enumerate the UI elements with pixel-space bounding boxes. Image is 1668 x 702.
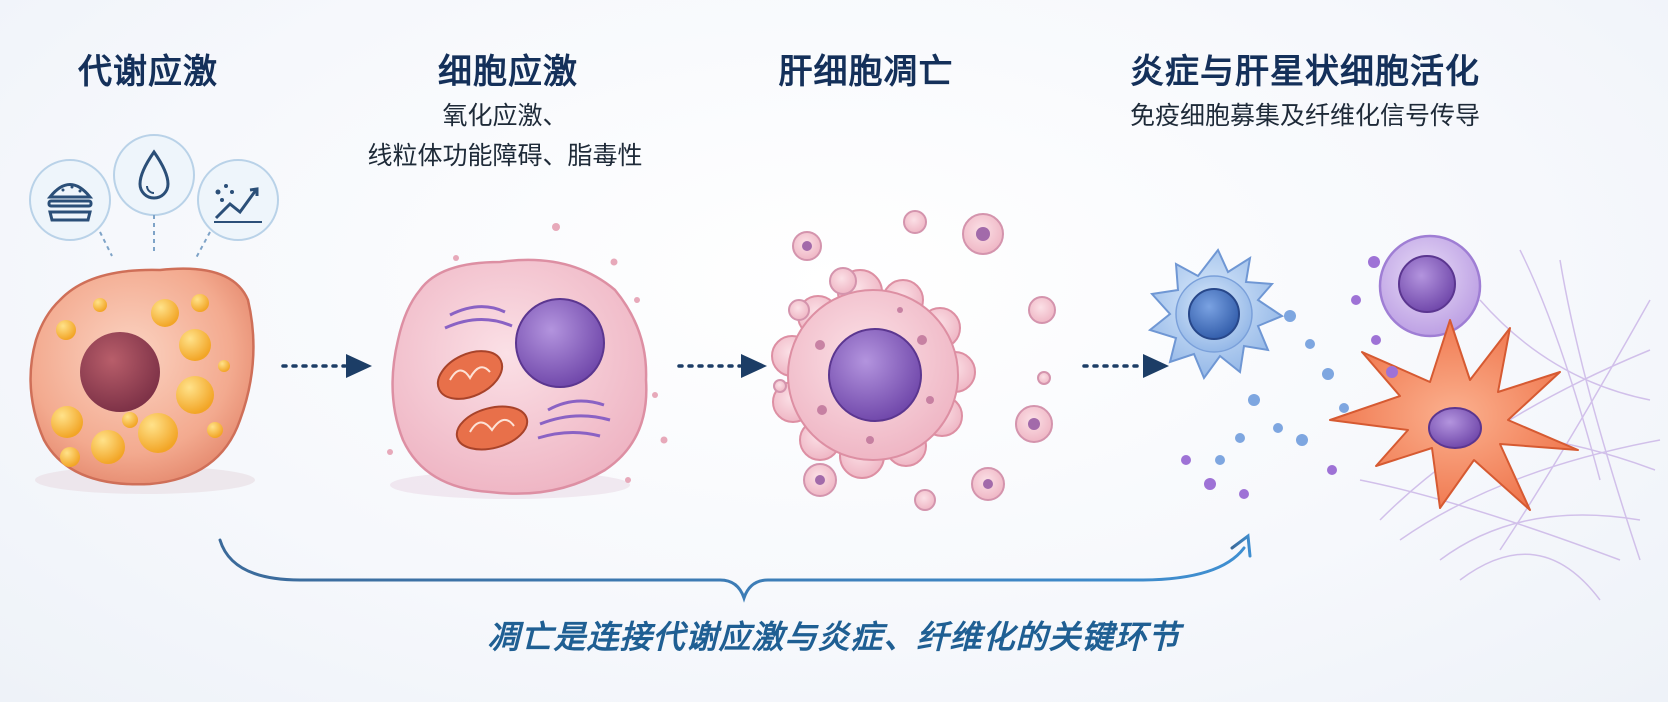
- nucleus: [80, 332, 160, 412]
- arrow-1: [281, 354, 372, 378]
- stage-1-title: 代谢应激: [78, 52, 218, 92]
- nucleus: [1188, 288, 1240, 340]
- immune-cell: [1147, 248, 1285, 381]
- rising-chart-icon: [197, 159, 279, 241]
- footer-caption: 凋亡是连接代谢应激与炎症、纤维化的关键环节: [487, 618, 1181, 656]
- cytokine-particles: [1181, 256, 1398, 499]
- stage-2-subtitle: 氧化应激、 线粒体功能障碍、脂毒性: [367, 96, 642, 176]
- arrow-2: [677, 354, 767, 378]
- water-drop-icon: [113, 134, 195, 216]
- stage-4-subtitle: 免疫细胞募集及纤维化信号传导: [1130, 96, 1480, 136]
- arrow-3: [1082, 354, 1169, 378]
- hepatocyte-lipid-cell: [29, 267, 255, 494]
- mitochondrion-1: [436, 350, 504, 400]
- lymphocyte: [1378, 234, 1482, 338]
- burger-icon: [29, 159, 111, 241]
- nucleus: [515, 298, 605, 388]
- bracket-arrow: [218, 533, 1252, 603]
- apoptotic-cell: [771, 210, 1056, 511]
- mitochondrion-2: [455, 405, 529, 451]
- debris-dots: [387, 223, 668, 483]
- stage-2-title: 细胞应激: [438, 52, 578, 92]
- nucleus: [1428, 407, 1482, 449]
- lipid-droplets: [51, 294, 230, 467]
- nucleus: [828, 328, 922, 422]
- endoplasmic-reticulum: [444, 305, 611, 440]
- stage-2-subtitle-line-2: 线粒体功能障碍、脂毒性: [367, 141, 643, 170]
- stage-3-title: 肝细胞凋亡: [778, 52, 954, 92]
- stage-1-icons: [29, 134, 279, 259]
- stage-4-subtitle-line-1: 免疫细胞募集及纤维化信号传导: [1129, 101, 1481, 130]
- stressed-cell: [387, 223, 668, 499]
- stage-4-title: 炎症与肝星状细胞活化: [1130, 52, 1480, 92]
- nucleus: [1398, 255, 1456, 313]
- stage-2-subtitle-line-1: 氧化应激、: [442, 101, 568, 130]
